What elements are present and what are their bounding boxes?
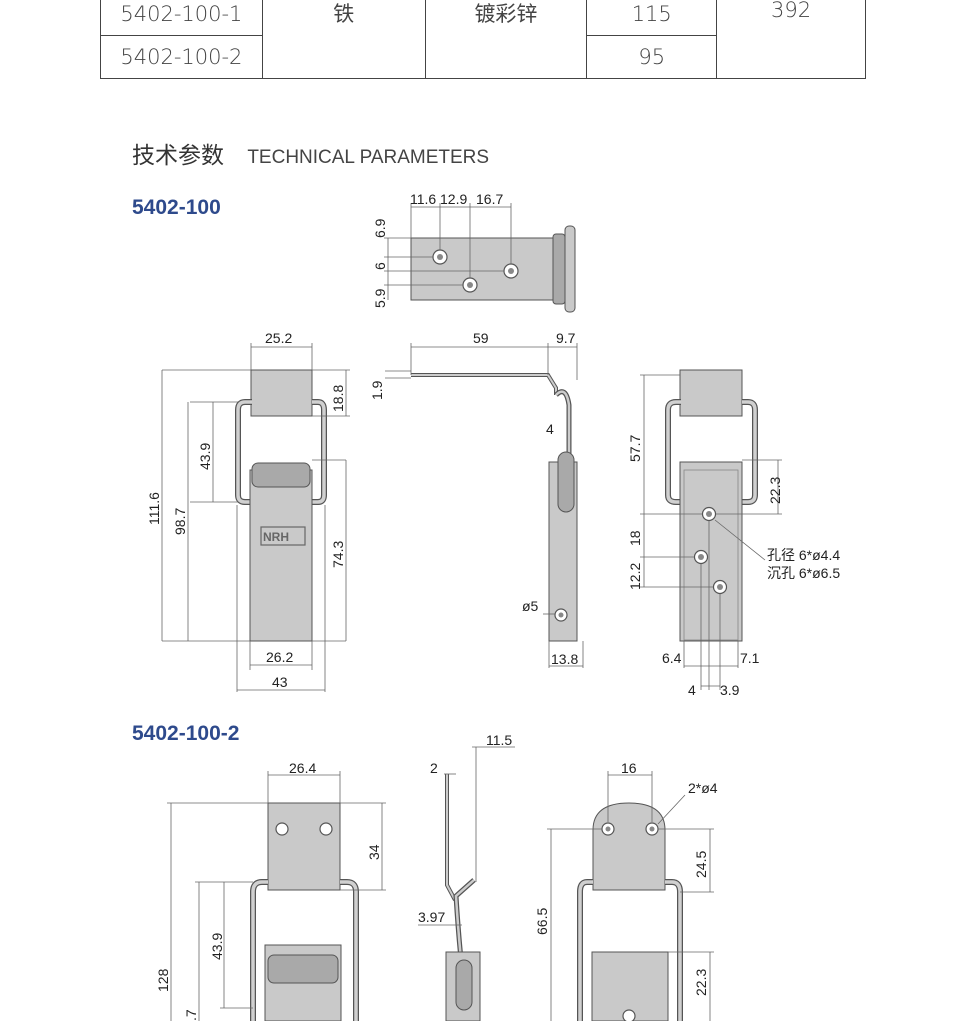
dim-label: 26.2 <box>266 649 293 665</box>
model-cell: 5402-100-2 <box>100 35 263 79</box>
table-row: 5402-100-2 95 <box>100 35 866 79</box>
dim-label: 98.7 <box>172 508 188 535</box>
section-title-cn: 技术参数 <box>132 143 224 169</box>
dim-label: 74.3 <box>330 541 346 568</box>
catch-plate-b <box>267 802 341 891</box>
material-cell: 铁 <box>261 0 426 79</box>
dim-label: 18 <box>627 530 643 546</box>
back-view-a: 57.7 22.3 18 12.2 孔径 6*ø4.4 沉孔 6*ø6.5 6.… <box>627 369 840 698</box>
dim-label: 16.7 <box>476 191 503 207</box>
table-row: 5402-100-1 铁 镀彩锌 115 392 <box>100 0 866 79</box>
dim-label: 22.3 <box>767 477 783 504</box>
dim-label: 16 <box>621 760 637 776</box>
dim-label: 2 <box>430 760 438 776</box>
catch-plate-back-b <box>592 802 666 891</box>
nrh-logo-text: NRH <box>263 530 289 544</box>
dim-label: 128 <box>155 968 171 992</box>
dim-label: 18.8 <box>330 385 346 412</box>
dim-label: 1.9 <box>369 380 385 400</box>
dim-label: 22.3 <box>693 969 709 996</box>
dim-label: 26.4 <box>289 760 316 776</box>
dim-label: 3.97 <box>418 909 445 925</box>
front-view-b: 26.4 34 128 43.9 .7 <box>155 760 386 1021</box>
dim-label: 66.5 <box>534 908 550 935</box>
dim-label: 43 <box>272 674 288 690</box>
dim-label: 2*ø4 <box>688 780 718 796</box>
latch-roller <box>251 462 311 488</box>
finish-cell: 镀彩锌 <box>424 0 588 79</box>
dim-label: 7.1 <box>740 650 760 666</box>
side-view-b: 2 11.5 3.97 <box>418 732 515 1021</box>
side-view-a: 59 9.7 1.9 4 ø5 13.8 <box>369 330 584 668</box>
dim-label: 3.9 <box>720 682 740 698</box>
catch-plate-back <box>679 369 743 417</box>
dim-label: 11.6 <box>410 191 436 207</box>
dim-label: 111.6 <box>146 492 162 525</box>
dim-label: 24.5 <box>693 851 709 878</box>
model-title-a: 5402-100 <box>132 196 221 219</box>
dim-label: .7 <box>183 1009 199 1021</box>
dim-label: 12.9 <box>440 191 467 207</box>
catch-plate <box>250 369 313 417</box>
section-title: 技术参数 TECHNICAL PARAMETERS <box>132 136 489 170</box>
dim-label: 6.4 <box>662 650 682 666</box>
dim-label: 25.2 <box>265 330 292 346</box>
screw-hole <box>319 822 333 836</box>
latch-body <box>249 469 313 642</box>
spec-table: 5402-100-1 铁 镀彩锌 115 392 5402-100-2 95 <box>100 0 866 79</box>
top-view-a: 11.6 12.9 16.7 6.9 6 5.9 <box>372 191 576 313</box>
dim-label: 43.9 <box>209 933 225 960</box>
dim-label: 5.9 <box>372 288 388 308</box>
dim-label: 13.8 <box>551 651 578 667</box>
dim-label: 12.2 <box>627 563 643 590</box>
length-cell: 95 <box>586 35 718 79</box>
dim-label: 6.9 <box>372 218 388 238</box>
dim-label: 9.7 <box>556 330 576 346</box>
section-title-en: TECHNICAL PARAMETERS <box>247 147 490 168</box>
latch-roller-end <box>564 225 576 313</box>
dim-label: 57.7 <box>627 435 643 462</box>
model-title-b: 5402-100-2 <box>132 722 240 745</box>
dim-label: 43.9 <box>197 443 213 470</box>
dim-label: 59 <box>473 330 489 346</box>
hole-note: 孔径 6*ø4.4 <box>767 547 840 563</box>
dim-label: 4 <box>688 682 696 698</box>
back-view-b: 16 2*ø4 24.5 66.5 22.3 <box>534 760 718 1021</box>
dim-label: 6 <box>372 262 388 270</box>
dim-label: 34 <box>366 844 382 860</box>
front-view-a: NRH 25.2 18.8 43.9 111.6 98.7 74.3 26.2 … <box>146 330 350 692</box>
latch-body-back <box>679 461 743 642</box>
screw-hole <box>275 822 289 836</box>
nrh-logo <box>260 526 306 546</box>
hole-note: 沉孔 6*ø6.5 <box>767 565 840 581</box>
dim-label: ø5 <box>522 598 539 614</box>
latch-roller-b <box>267 954 339 984</box>
latch-plate-top <box>410 237 554 301</box>
screw-hole <box>622 1009 636 1021</box>
load-cell: 392 <box>716 0 866 79</box>
latch-roller <box>552 233 566 305</box>
dim-label: 4 <box>546 421 554 437</box>
latch-roller-side <box>557 451 575 513</box>
model-cell: 5402-100-1 <box>100 0 263 36</box>
dim-label: 11.5 <box>486 732 512 748</box>
